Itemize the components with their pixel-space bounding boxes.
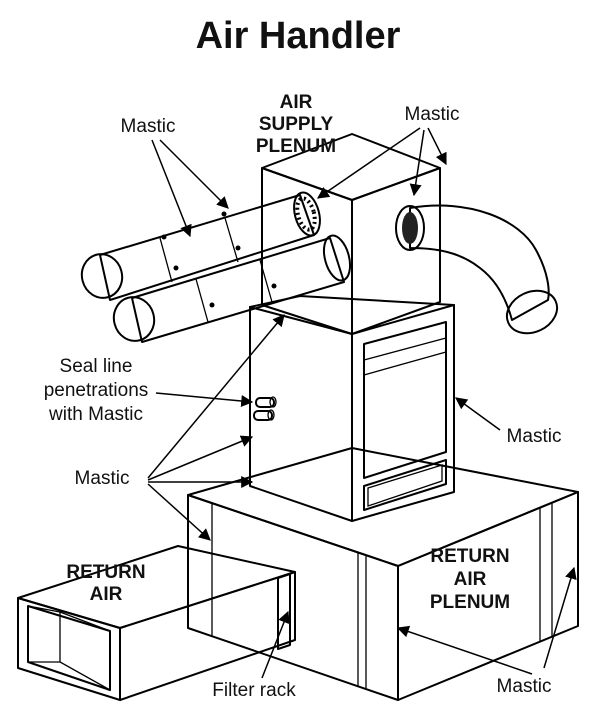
label-mastic-bottom: Mastic bbox=[497, 676, 552, 697]
svg-text:AIR: AIR bbox=[280, 92, 313, 113]
line-penetrations bbox=[253, 396, 277, 421]
svg-text:PLENUM: PLENUM bbox=[256, 136, 336, 157]
leader-lines bbox=[147, 127, 577, 679]
flex-duct bbox=[395, 204, 559, 335]
svg-text:AIR: AIR bbox=[90, 584, 123, 605]
svg-text:Seal line: Seal line bbox=[60, 356, 133, 377]
label-supply-plenum: AIR SUPPLY PLENUM bbox=[256, 92, 336, 157]
label-mastic-top-left: Mastic bbox=[121, 116, 176, 137]
return-air-plenum bbox=[187, 447, 579, 701]
return-air-duct bbox=[17, 545, 296, 701]
branch-duct-upper bbox=[80, 191, 321, 301]
svg-text:penetrations: penetrations bbox=[44, 380, 149, 401]
label-seal-line: Seal line penetrations with Mastic bbox=[44, 356, 149, 425]
air-handler-cabinet bbox=[249, 295, 455, 522]
page-title: Air Handler bbox=[196, 15, 401, 57]
svg-text:SUPPLY: SUPPLY bbox=[259, 114, 334, 135]
label-return-air-plenum: RETURN AIR PLENUM bbox=[430, 546, 510, 613]
svg-text:with Mastic: with Mastic bbox=[48, 404, 143, 425]
svg-text:RETURN: RETURN bbox=[430, 546, 509, 567]
svg-text:RETURN: RETURN bbox=[66, 562, 145, 583]
label-return-air: RETURN AIR bbox=[66, 562, 145, 605]
label-mastic-right: Mastic bbox=[507, 426, 562, 447]
label-mastic-top-right: Mastic bbox=[405, 104, 460, 125]
branch-duct-lower bbox=[112, 234, 352, 343]
svg-text:AIR: AIR bbox=[454, 569, 487, 590]
svg-text:PLENUM: PLENUM bbox=[430, 592, 510, 613]
label-mastic-left: Mastic bbox=[75, 468, 130, 489]
label-filter-rack: Filter rack bbox=[212, 680, 296, 701]
